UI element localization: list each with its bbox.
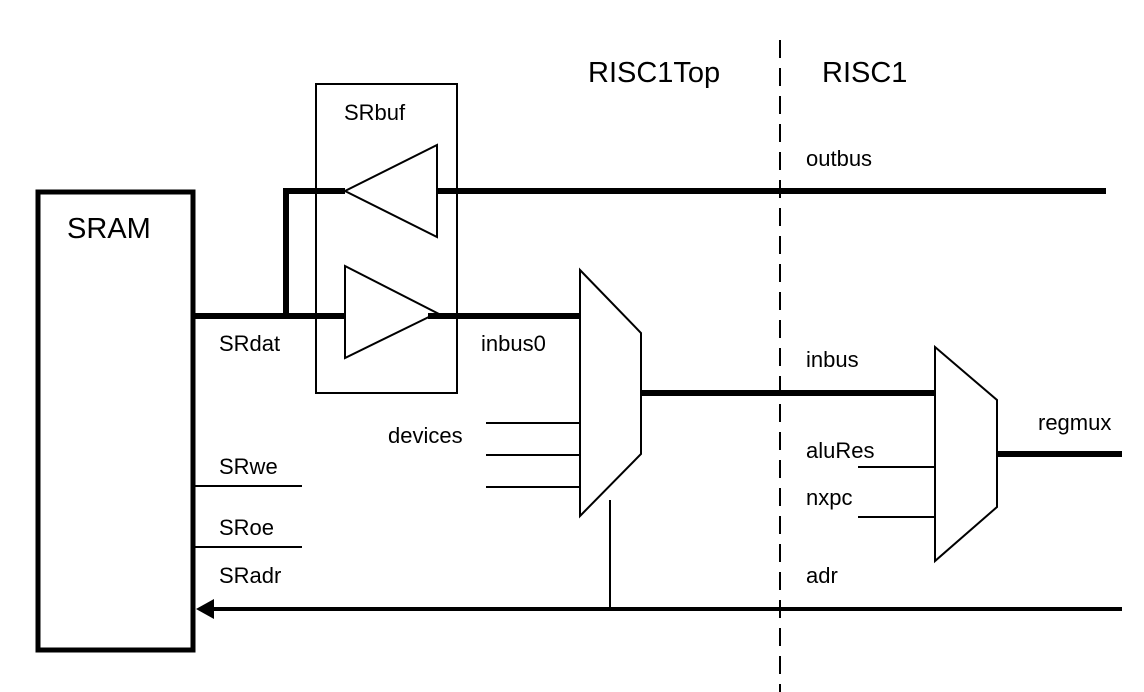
inbus0-label: inbus0 [481, 331, 546, 356]
inbus-multiplexer [579, 267, 642, 519]
outbus-label: outbus [806, 146, 872, 171]
sram-label: SRAM [67, 213, 151, 245]
sroe-label: SRoe [219, 515, 274, 540]
sram-block [35, 189, 196, 653]
alures-label: aluRes [806, 438, 874, 463]
srbuf-block [315, 83, 458, 394]
sradr-arrowhead [196, 599, 214, 619]
adr-label: adr [806, 563, 838, 588]
devices-label: devices [388, 423, 463, 448]
inbus-label: inbus [806, 347, 859, 372]
srbuf-label: SRbuf [344, 100, 406, 125]
regmux-label: regmux [1038, 410, 1111, 435]
region-risc1top-label: RISC1Top [588, 57, 720, 89]
output-buffer-triangle [342, 143, 438, 239]
srwe-label: SRwe [219, 454, 278, 479]
outbus-wire [283, 188, 345, 316]
region-risc1-label: RISC1 [822, 57, 907, 89]
srdat-label: SRdat [219, 331, 280, 356]
nxpc-label: nxpc [806, 485, 852, 510]
input-buffer-triangle [344, 264, 440, 360]
regmux-multiplexer [934, 344, 998, 564]
sradr-label: SRadr [219, 563, 281, 588]
